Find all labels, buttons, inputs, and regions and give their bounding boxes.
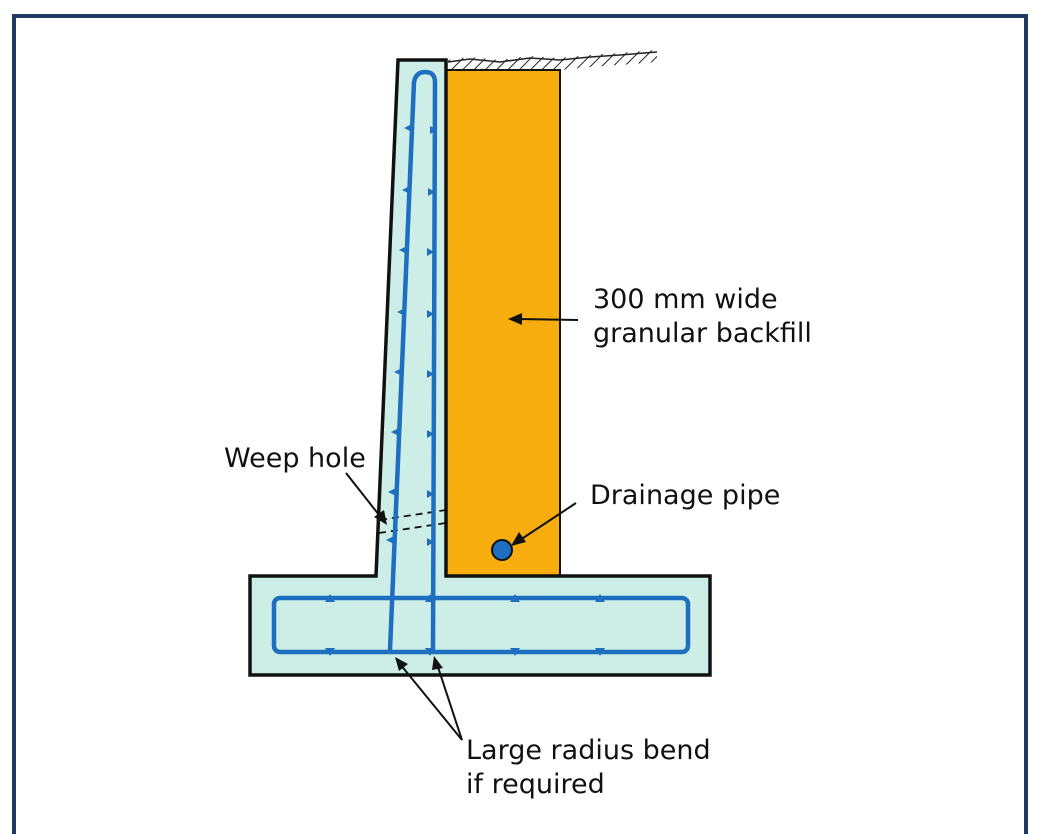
concrete-wall [248, 58, 712, 677]
weep-hole-label: Weep hole [224, 443, 366, 474]
base-reinforcement [271, 595, 691, 655]
distribution-bars [325, 124, 605, 656]
backfill-label-line1: 300 mm wide [593, 284, 778, 315]
backfill-label-line2: granular backfill [593, 318, 812, 349]
drainage-pipe [491, 539, 513, 561]
ground-surface-hatch [448, 50, 657, 72]
granular-backfill [445, 69, 561, 577]
diagram-frame [12, 14, 1028, 834]
ground-surface-line [447, 51, 658, 63]
bend-label-line1: Large radius bend [466, 735, 711, 766]
drainage-pipe-label: Drainage pipe [590, 480, 780, 511]
bend-label-line2: if required [466, 769, 605, 800]
leader-lines [345, 313, 579, 741]
stem-reinforcement [387, 69, 438, 651]
